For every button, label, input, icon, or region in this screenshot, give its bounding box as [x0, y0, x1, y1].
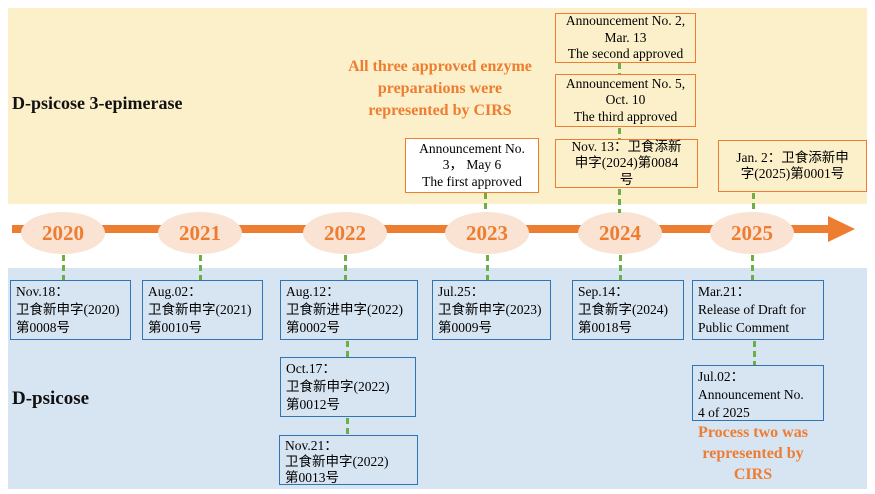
- connector-line: [618, 63, 621, 75]
- year-marker-2020: 2020: [21, 212, 105, 254]
- event-box-application-2021-0010: Aug.02： 卫食新申字(2021) 第0010号: [142, 280, 263, 340]
- enzyme-cirs-note: All three approved enzyme preparations w…: [348, 58, 532, 119]
- event-box-application-2023-0009: Jul.25： 卫食新申字(2023) 第0009号: [432, 280, 551, 340]
- connector-line: [344, 255, 347, 280]
- connector-line: [486, 255, 489, 280]
- connector-line: [62, 255, 65, 280]
- event-box-application-2024-0018: Sep.14： 卫食新字(2024) 第0018号: [572, 280, 684, 340]
- connector-line: [619, 255, 622, 280]
- psicose-cirs-note: Process two was represented by CIRS: [698, 424, 808, 483]
- connector-line: [753, 341, 756, 365]
- event-box-application-2022-0013: Nov.21： 卫食新申字(2022) 第0013号: [279, 435, 418, 485]
- connector-line: [199, 255, 202, 280]
- event-box-application-2022-0012: Oct.17： 卫食新申字(2022) 第0012号: [280, 357, 416, 417]
- connector-line: [751, 255, 754, 280]
- connector-line: [618, 189, 621, 213]
- connector-line: [752, 193, 755, 213]
- event-box-application-2022-0002: Aug.12： 卫食新进申字(2022) 第0002号: [280, 280, 418, 340]
- event-box-announcement-4-2025: Jul.02： Announcement No. 4 of 2025: [692, 365, 824, 421]
- year-marker-2022: 2022: [303, 212, 387, 254]
- year-marker-2023: 2023: [445, 212, 529, 254]
- timeline-axis-line: [12, 225, 832, 233]
- event-box-application-2024-0084: Nov. 13：卫食添新 申字(2024)第0084 号: [555, 139, 698, 188]
- event-box-application-2020-0008: Nov.18： 卫食新申字(2020) 第0008号: [10, 280, 131, 340]
- event-box-draft-public-comment: Mar.21： Release of Draft for Public Comm…: [692, 280, 824, 340]
- connector-line: [346, 341, 349, 357]
- year-marker-2021: 2021: [158, 212, 242, 254]
- section-title-enzyme: D-psicose 3-epimerase: [12, 93, 183, 113]
- event-box-first-approved: Announcement No. 3， May 6 The first appr…: [405, 138, 539, 193]
- event-box-third-approved: Announcement No. 5, Oct. 10 The third ap…: [555, 74, 696, 127]
- year-marker-2025: 2025: [710, 212, 794, 254]
- year-marker-2024: 2024: [578, 212, 662, 254]
- connector-line: [346, 418, 349, 435]
- connector-line: [484, 193, 487, 213]
- psicose-section-band: [8, 268, 867, 489]
- section-title-psicose: D-psicose: [12, 388, 90, 409]
- event-box-second-approved: Announcement No. 2, Mar. 13 The second a…: [555, 13, 696, 63]
- timeline-arrowhead-icon: [828, 216, 855, 242]
- connector-line: [618, 128, 621, 140]
- event-box-application-2025-0001: Jan. 2：卫食添新申 字(2025)第0001号: [718, 140, 867, 192]
